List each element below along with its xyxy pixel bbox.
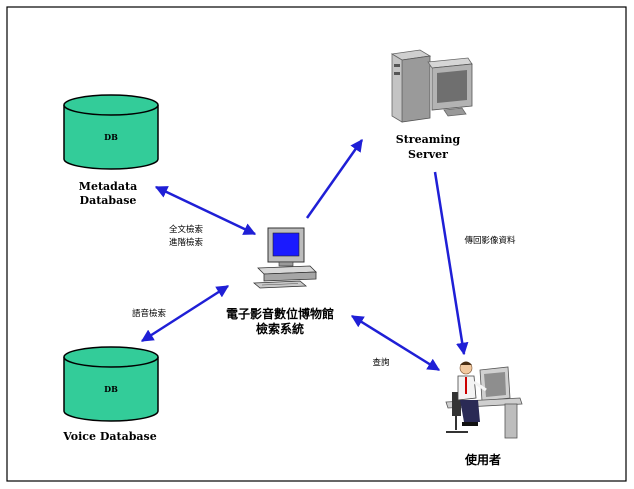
streaming-server-label-line2: Server (408, 148, 448, 161)
user-at-computer-icon (445, 361, 523, 439)
metadata-database-icon: DB (63, 94, 159, 170)
edge-label-voice-search: 語音檢索 (132, 308, 166, 319)
user-label: 使用者 (464, 452, 501, 467)
streaming-server-label-line1: Streaming (396, 133, 461, 146)
arrow-voice-search (140, 284, 230, 343)
edge-label-fulltext-search: 全文檢索 (169, 224, 203, 235)
edge-label-return-video: 傳回影像資料 (464, 235, 516, 246)
metadata-database-label-line2: Database (80, 194, 137, 207)
search-system-label-line2: 檢索系統 (256, 321, 304, 336)
voice-db-icon-text: DB (104, 384, 118, 394)
streaming-server-icon (390, 49, 473, 123)
edge-label-query: 查詢 (372, 357, 390, 368)
diagram-frame (6, 6, 627, 482)
arrow-metadata-search (154, 185, 257, 236)
search-system-computer-icon (252, 227, 317, 289)
voice-database-icon: DB (63, 346, 159, 422)
arrow-query (350, 314, 441, 372)
metadata-db-icon-text: DB (104, 132, 118, 142)
metadata-database-label-line1: Metadata (79, 180, 137, 193)
edge-label-advanced-search: 進階檢索 (169, 237, 203, 248)
arrow-server-to-user (433, 171, 469, 356)
search-system-label-line1: 電子影音數位博物館 (226, 306, 334, 321)
voice-database-label: Voice Database (62, 430, 156, 443)
arrow-system-to-server (305, 138, 364, 219)
